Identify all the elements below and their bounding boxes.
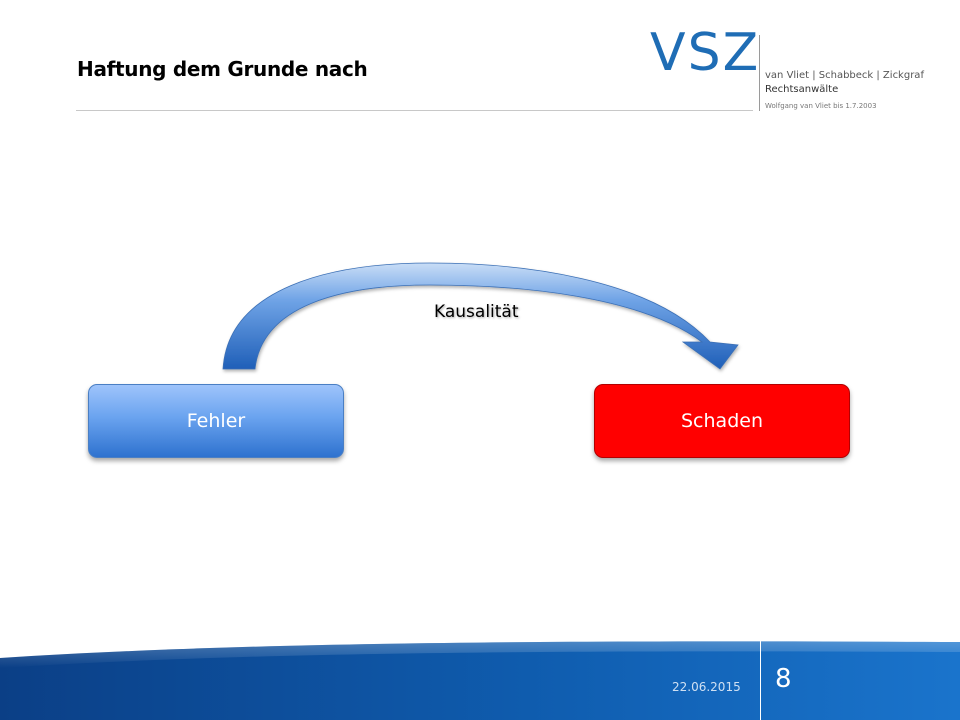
node-schaden: Schaden: [594, 384, 850, 458]
logo-mark: VSZ: [650, 23, 761, 83]
footer-date: 22.06.2015: [672, 680, 741, 694]
footer-divider: [760, 640, 761, 720]
title-divider: [76, 110, 753, 111]
logo-subtitle: Rechtsanwälte: [765, 84, 839, 95]
logo-note: Wolfgang van Vliet bis 1.7.2003: [765, 102, 877, 110]
logo-firm-name: van Vliet | Schabbeck | Zickgraf: [765, 70, 924, 81]
node-fehler: Fehler: [88, 384, 344, 458]
company-logo: VSZ van Vliet | Schabbeck | Zickgraf Rec…: [650, 27, 930, 117]
logo-divider: [759, 35, 760, 111]
slide-title: Haftung dem Grunde nach: [77, 57, 368, 81]
page-number: 8: [775, 664, 792, 694]
arrow-label: Kausalität: [434, 302, 519, 322]
footer-band: [0, 641, 960, 720]
